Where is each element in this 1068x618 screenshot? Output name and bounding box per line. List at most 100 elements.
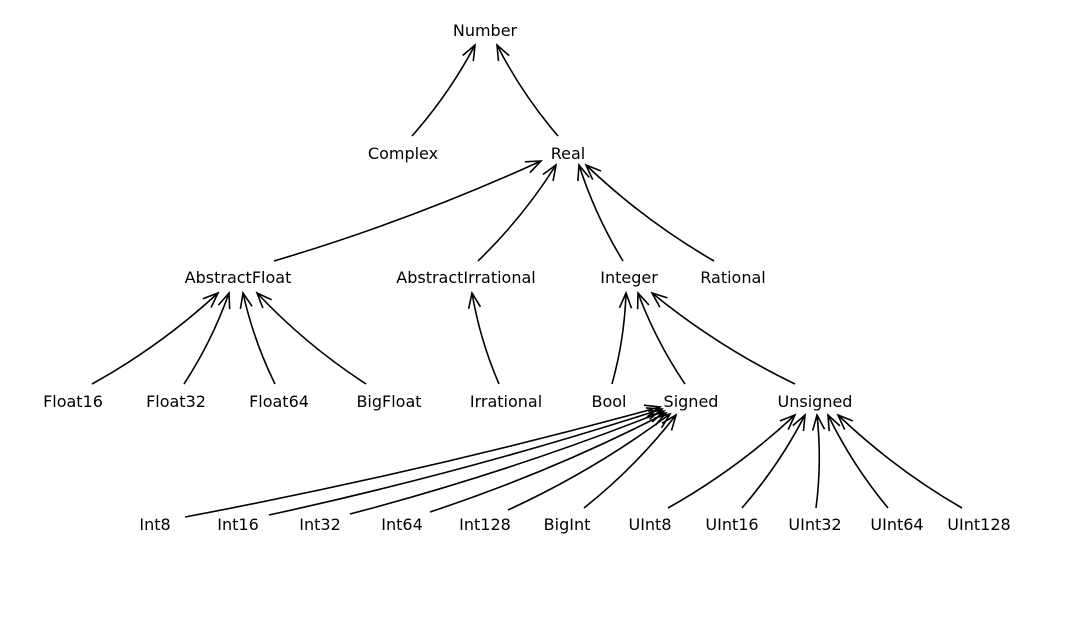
arrowhead-icon (577, 162, 590, 182)
edges-layer (91, 43, 963, 518)
arrowhead-icon (524, 160, 543, 174)
edge-float64-to-abstractfloat (239, 290, 276, 385)
arrowhead-icon (239, 290, 253, 310)
edge-int64-to-signed (429, 412, 668, 513)
edge-int32-to-signed (349, 410, 667, 515)
edge-uint16-to-unsigned (741, 413, 806, 509)
edge-uint8-to-unsigned (667, 413, 797, 509)
edge-line (471, 292, 500, 385)
node-abstractirrational: AbstractIrrational (396, 268, 535, 287)
edge-complex-to-number (411, 43, 477, 137)
edge-line (477, 164, 557, 262)
edge-uint32-to-unsigned (811, 412, 826, 509)
node-int16: Int16 (217, 515, 259, 534)
edge-line (184, 406, 661, 518)
edge-line (349, 410, 665, 515)
edge-line (429, 412, 667, 513)
edge-line (411, 44, 476, 137)
arrowhead-icon (827, 413, 841, 432)
node-uint32: UInt32 (788, 515, 841, 534)
edge-line (611, 292, 627, 385)
arrowhead-icon (496, 43, 510, 62)
edge-line (273, 160, 542, 262)
node-float64: Float64 (249, 392, 309, 411)
node-irrational: Irrational (470, 392, 542, 411)
edge-line (183, 292, 230, 385)
arrowhead-icon (792, 413, 806, 432)
edge-line (667, 414, 796, 509)
edge-line (827, 414, 889, 509)
edge-line (242, 292, 276, 385)
arrowhead-icon (467, 290, 482, 309)
arrowhead-icon (654, 412, 672, 429)
edge-bigint-to-signed (583, 413, 678, 509)
arrowhead-icon (462, 43, 477, 62)
edge-line (256, 292, 367, 385)
edge-uint128-to-unsigned (836, 413, 963, 509)
node-unsigned: Unsigned (778, 392, 853, 411)
edge-line (651, 292, 796, 385)
node-uint128: UInt128 (947, 515, 1010, 534)
edge-line (637, 292, 686, 385)
edge-float16-to-abstractfloat (91, 291, 220, 385)
edge-int8-to-signed (184, 404, 663, 518)
node-integer: Integer (600, 268, 658, 287)
edge-line (578, 164, 624, 262)
edge-int128-to-signed (507, 412, 672, 511)
edge-line (815, 414, 821, 509)
node-float16: Float16 (43, 392, 103, 411)
arrowhead-icon (542, 163, 558, 182)
edge-bigfloat-to-abstractfloat (255, 291, 367, 385)
node-bigint: BigInt (544, 515, 591, 534)
arrowhead-icon (636, 290, 650, 310)
arrowhead-icon (836, 413, 854, 431)
arrowhead-icon (202, 291, 220, 308)
edge-int16-to-signed (268, 407, 665, 516)
node-real: Real (551, 144, 586, 163)
edge-irrational-to-abstractirrational (467, 290, 500, 385)
arrowhead-icon (643, 404, 663, 418)
edge-line (91, 292, 219, 385)
node-bool: Bool (592, 392, 627, 411)
node-rational: Rational (700, 268, 765, 287)
node-bigfloat: BigFloat (356, 392, 421, 411)
edge-integer-to-real (577, 162, 624, 262)
edge-line (507, 413, 671, 511)
edge-real-to-number (496, 43, 559, 137)
node-uint64: UInt64 (870, 515, 923, 534)
edge-rational-to-real (584, 163, 715, 262)
node-uint8: UInt8 (628, 515, 671, 534)
edge-abstractirrational-to-real (477, 163, 558, 262)
arrowhead-icon (255, 291, 272, 309)
arrowhead-icon (811, 412, 826, 431)
edge-line (496, 44, 559, 137)
arrowhead-icon (779, 413, 797, 430)
node-float32: Float32 (146, 392, 206, 411)
edge-bool-to-integer (611, 290, 633, 385)
edge-line (583, 414, 677, 509)
edge-line (268, 408, 663, 516)
edge-signed-to-integer (636, 290, 686, 385)
arrowhead-icon (650, 291, 668, 308)
node-int64: Int64 (381, 515, 423, 534)
node-abstractfloat: AbstractFloat (185, 268, 292, 287)
edge-abstractfloat-to-real (273, 160, 543, 262)
node-signed: Signed (664, 392, 719, 411)
edge-line (585, 164, 715, 262)
edge-unsigned-to-integer (650, 291, 796, 385)
node-complex: Complex (368, 144, 438, 163)
arrowhead-icon (584, 163, 602, 181)
node-int8: Int8 (139, 515, 170, 534)
node-uint16: UInt16 (705, 515, 758, 534)
edge-line (837, 414, 963, 509)
edge-line (741, 414, 806, 509)
edge-float32-to-abstractfloat (183, 290, 231, 385)
node-int128: Int128 (459, 515, 511, 534)
arrowhead-icon (618, 290, 633, 309)
node-number: Number (453, 21, 518, 40)
node-int32: Int32 (299, 515, 341, 534)
arrowhead-icon (217, 290, 231, 310)
edge-uint64-to-unsigned (827, 413, 889, 509)
